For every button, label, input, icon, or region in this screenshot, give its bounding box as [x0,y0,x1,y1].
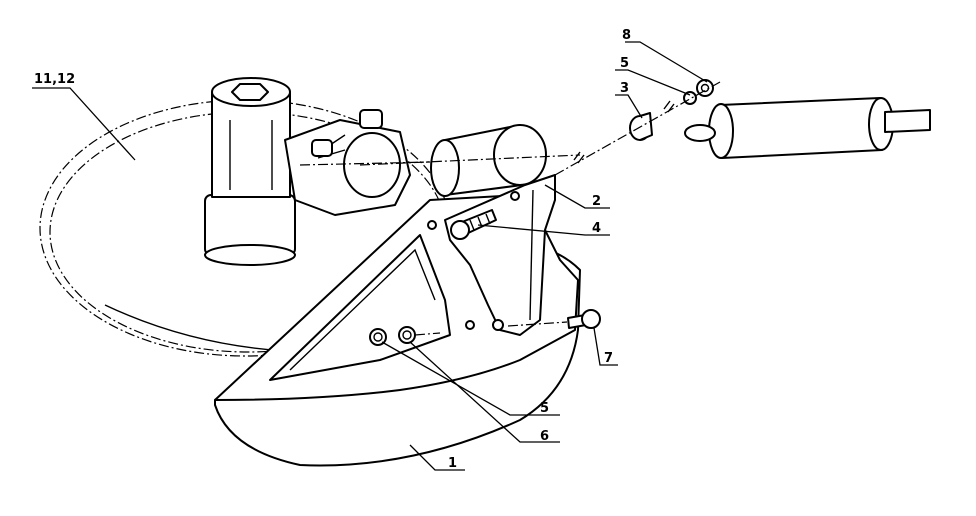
callout-guard: 1 [448,456,457,471]
drive-tube [684,97,931,159]
callout-washer-bottom: 5 [540,401,549,416]
callout-washer-top: 5 [620,56,629,71]
callout-bolt: 4 [592,221,601,236]
bracket [444,174,556,336]
callout-screw: 7 [604,351,613,366]
shaft-clamp [284,109,431,216]
callout-spacer: 3 [620,81,629,96]
gear-head [204,77,296,266]
upper-hardware [554,79,721,176]
bolt [450,209,497,240]
callout-nut: 8 [622,28,631,43]
callout-bracket: 2 [592,194,601,209]
callout-lock-washer: 6 [540,429,549,444]
guard-fasteners [369,326,441,346]
leader-lines [32,41,708,471]
callout-blade: 11,12 [34,72,75,87]
tube-sleeve [359,124,581,197]
screw [507,309,601,329]
